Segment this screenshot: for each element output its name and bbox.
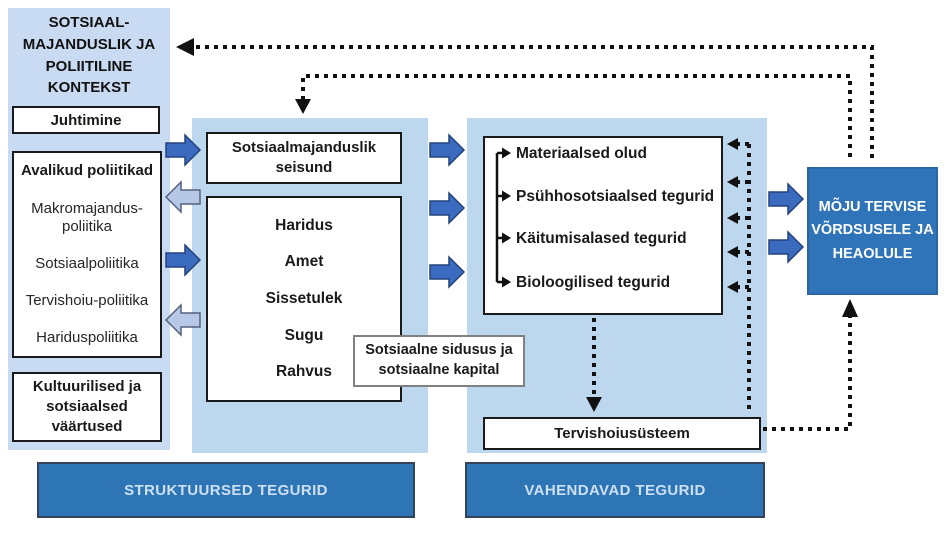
factor-item: Käitumisalased tegurid	[516, 230, 687, 247]
social-cohesion-box: Sotsiaalne sidusus ja sotsiaalne kapital	[353, 335, 525, 387]
stratifier-item: Haridus	[275, 216, 333, 234]
cultural-values-box: Kultuurilised ja sotsiaalsed väärtused	[12, 372, 162, 442]
stratifier-item: Sugu	[284, 326, 324, 344]
dotted-line-healthsystem-to-impact	[763, 316, 852, 431]
flow-arrow-right-icon	[768, 182, 805, 216]
policy-item: Sotsiaalpoliitika	[35, 254, 139, 272]
flow-arrow-right-icon	[768, 230, 805, 264]
arrowhead-down-icon	[295, 99, 311, 114]
stratifier-item: Amet	[284, 253, 324, 271]
public-policies-box: Avalikud poliitikad Makromajandus-poliit…	[12, 151, 162, 358]
public-policies-heading: Avalikud poliitikad	[21, 162, 153, 179]
arrowhead-left-icon	[176, 38, 194, 56]
arrowhead-up-icon	[842, 299, 858, 317]
governance-box: Juhtimine	[12, 106, 160, 134]
stratifier-item: Sissetulek	[265, 289, 343, 307]
structural-factors-bar: STRUKTUURSED TEGURID	[37, 462, 415, 518]
context-panel-title: SOTSIAAL-MAJANDUSLIK JA POLIITILINE KONT…	[22, 14, 156, 97]
flow-arrow-right-icon	[429, 191, 466, 225]
factor-item: Materiaalsed olud	[516, 145, 647, 162]
policy-item: Tervishoiu-poliitika	[25, 291, 149, 309]
flow-arrow-right-icon	[429, 255, 466, 289]
health-system-box: Tervishoiusüsteem	[483, 417, 761, 450]
flow-arrow-right-icon	[429, 133, 466, 167]
impact-on-health-equity-box: MÕJU TERVISE VÕRDSUSELE JA HEAOLULE	[807, 167, 938, 295]
policy-item: Makromajandus-poliitika	[31, 199, 143, 235]
stratifier-item: Rahvus	[276, 363, 332, 381]
factor-item: Bioloogilised tegurid	[516, 274, 671, 291]
factor-item: Psühhosotsiaalsed tegurid	[516, 188, 715, 205]
socioeconomic-status-box: Sotsiaalmajanduslik seisund	[206, 132, 402, 184]
policy-item: Hariduspoliitika	[36, 329, 138, 346]
intermediary-factors-bar: VAHENDAVAD TEGURID	[465, 462, 765, 518]
